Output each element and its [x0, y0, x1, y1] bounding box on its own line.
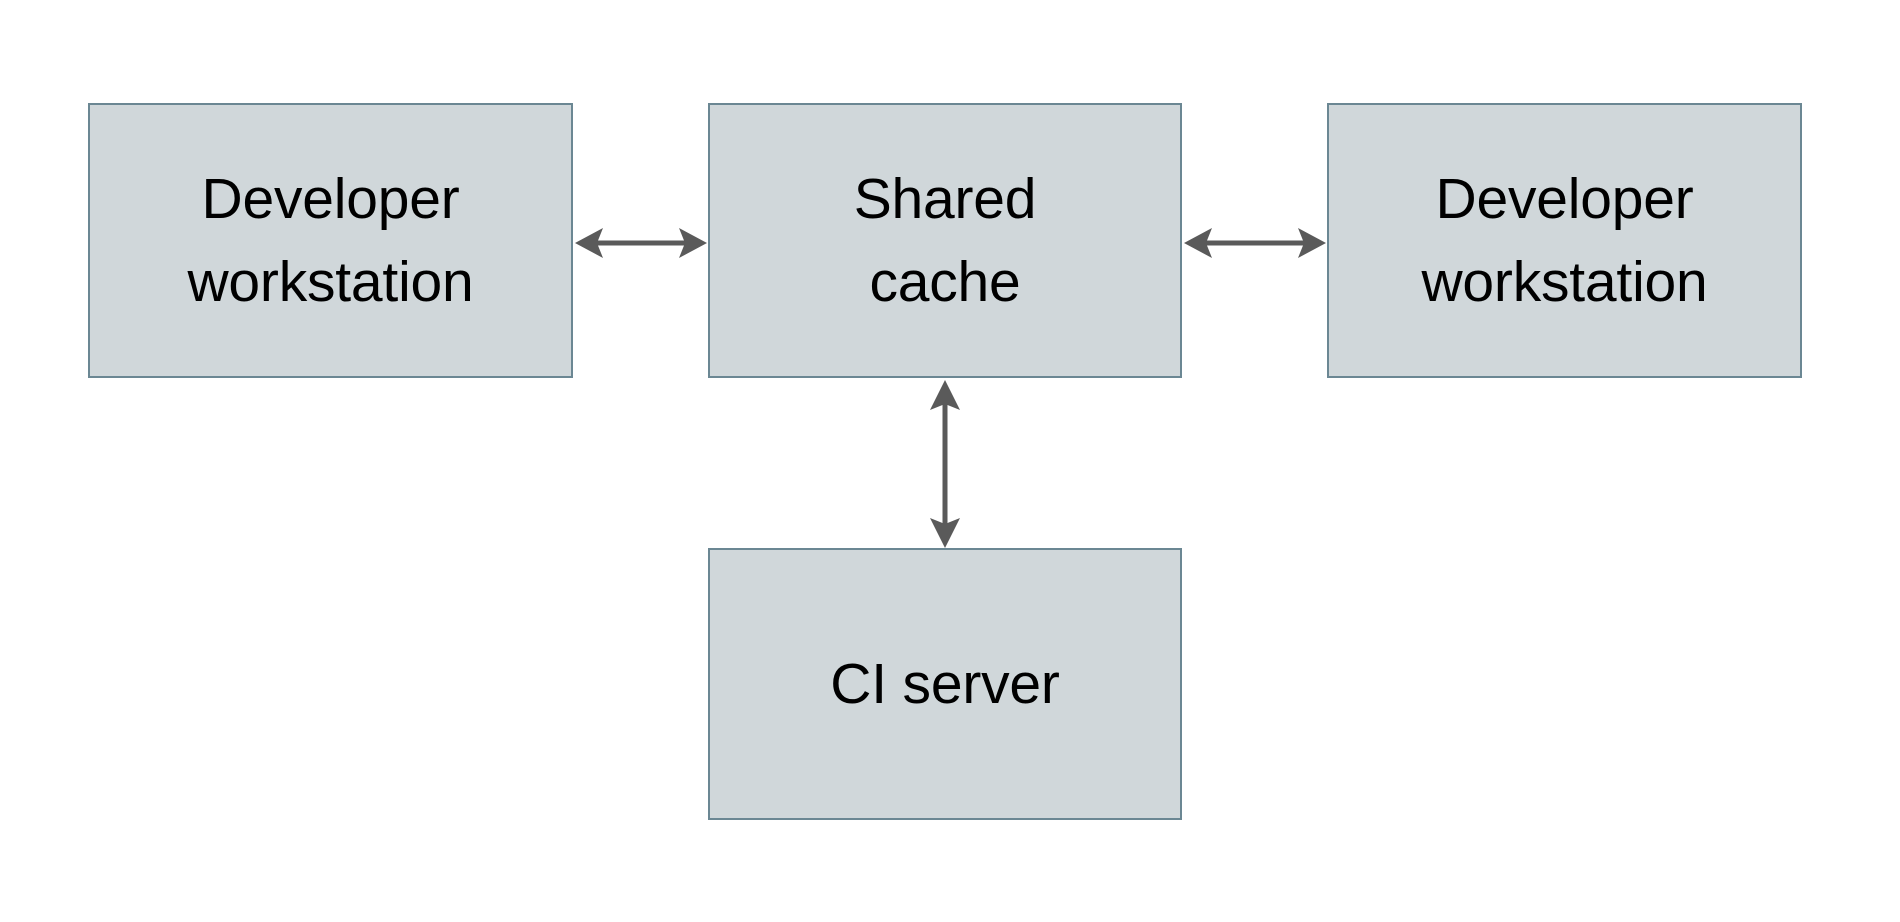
node-shared-cache[interactable]: Shared cache — [708, 103, 1182, 378]
double-headed-arrow-icon — [930, 380, 960, 548]
connector-shared-cache-to-ci-server — [915, 378, 975, 550]
node-developer-workstation-right[interactable]: Developer workstation — [1327, 103, 1802, 378]
node-label-shared-cache: Shared cache — [853, 167, 1037, 314]
double-headed-arrow-icon — [1184, 228, 1326, 258]
node-label-developer-workstation-right: Developer workstation — [1421, 167, 1708, 314]
node-label-ci-server: CI server — [830, 651, 1060, 716]
node-ci-server[interactable]: CI server — [708, 548, 1182, 820]
double-headed-arrow-icon — [575, 228, 707, 258]
connector-shared-cache-to-dev-right — [1182, 213, 1328, 273]
connector-dev-left-to-shared-cache — [573, 213, 709, 273]
node-label-developer-workstation-left: Developer workstation — [187, 167, 474, 314]
node-developer-workstation-left[interactable]: Developer workstation — [88, 103, 573, 378]
